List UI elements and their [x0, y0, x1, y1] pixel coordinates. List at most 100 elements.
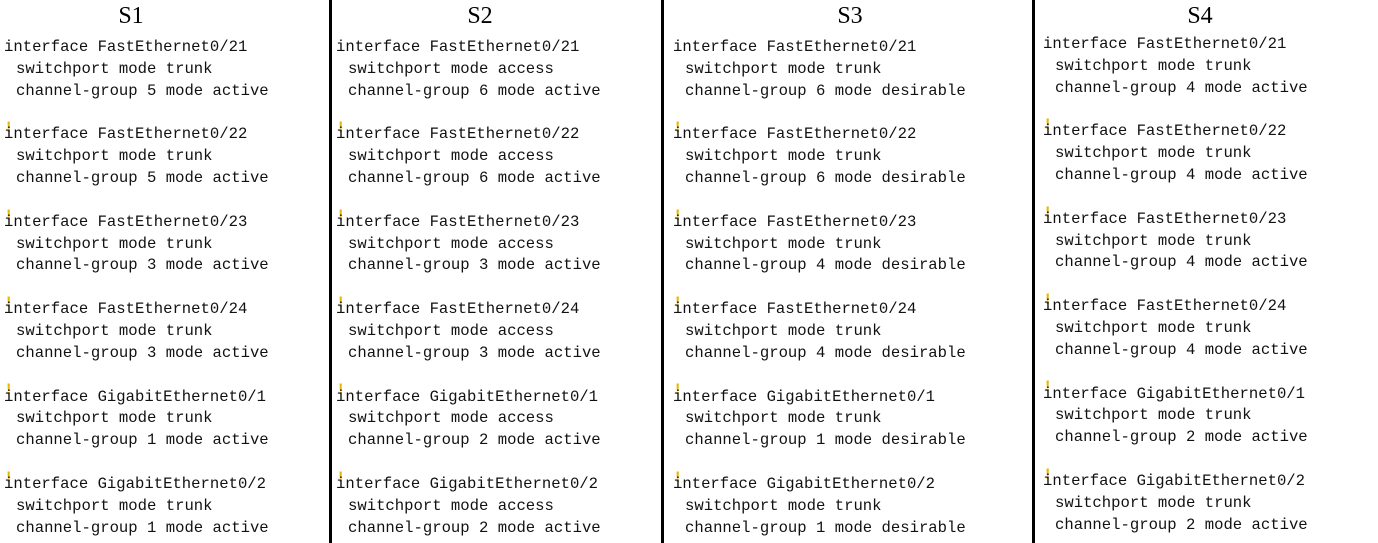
separator-mark: ! — [336, 294, 346, 312]
channel-group-line: channel-group 3 mode active — [16, 256, 269, 275]
separator-mark: ! — [1043, 116, 1053, 135]
channel-group-line: channel-group 3 mode active — [348, 256, 601, 275]
switchport-mode-line: switchport mode access — [348, 496, 554, 515]
switchport-mode-line: switchport mode trunk — [1055, 406, 1252, 425]
interface-line: interface FastEthernet0/21 — [336, 38, 580, 56]
channel-group-line: channel-group 6 mode desirable — [685, 169, 966, 187]
switch-column-4: S4 interface FastEthernet0/21 switchport m… — [1043, 0, 1373, 543]
separator-mark: ! — [673, 468, 683, 487]
separator-mark: ! — [1043, 291, 1053, 309]
channel-group-line: channel-group 1 mode desirable — [685, 518, 966, 537]
channel-group-line: channel-group 4 mode active — [1055, 253, 1308, 272]
switchport-mode-line: switchport mode access — [348, 147, 554, 166]
channel-group-line: channel-group 3 mode active — [348, 343, 601, 362]
switchport-mode-line: switchport mode access — [348, 322, 554, 340]
switch-title: S1 — [118, 3, 144, 29]
switchport-mode-line: switchport mode trunk — [685, 59, 882, 78]
channel-group-line: channel-group 5 mode active — [16, 81, 269, 100]
interface-line: interface GigabitEthernet0/1 — [673, 387, 936, 406]
channel-group-line: channel-group 5 mode active — [16, 169, 269, 187]
switchport-mode-line: switchport mode trunk — [16, 234, 213, 253]
switchport-mode-line: switchport mode trunk — [685, 322, 882, 340]
channel-group-line: channel-group 3 mode active — [16, 343, 269, 362]
switchport-mode-line: switchport mode trunk — [16, 409, 213, 428]
separator-mark: ! — [1043, 203, 1053, 222]
switchport-mode-line: switchport mode trunk — [1055, 493, 1252, 512]
separator-mark: ! — [673, 119, 683, 138]
separator-mark: ! — [673, 206, 683, 225]
interface-line: interface FastEthernet0/24 — [673, 300, 917, 319]
column-divider-1 — [329, 0, 332, 543]
separator-mark: ! — [4, 206, 14, 225]
interface-line: interface GigabitEthernet0/2 — [4, 475, 267, 493]
interface-line: interface FastEthernet0/23 — [4, 212, 248, 231]
column-divider-2 — [661, 0, 664, 543]
channel-group-line: channel-group 4 mode active — [1055, 166, 1308, 184]
switchport-mode-line: switchport mode trunk — [685, 496, 882, 515]
channel-group-line: channel-group 2 mode active — [348, 518, 601, 537]
switchport-mode-line: switchport mode trunk — [16, 147, 213, 166]
separator-mark: ! — [4, 119, 14, 138]
column-divider-3 — [1032, 0, 1035, 543]
interface-line: interface FastEthernet0/22 — [1043, 122, 1287, 141]
channel-group-line: channel-group 6 mode active — [348, 169, 601, 187]
channel-group-line: channel-group 2 mode active — [1055, 428, 1308, 447]
separator-mark: ! — [673, 381, 683, 400]
switch-column-2: S2 interface FastEthernet0/21 switchport m… — [336, 0, 666, 543]
interface-line: interface FastEthernet0/24 — [1043, 297, 1287, 316]
switchport-mode-line: switchport mode trunk — [685, 234, 882, 253]
channel-group-line: channel-group 4 mode desirable — [685, 256, 966, 275]
interface-line: interface FastEthernet0/21 — [673, 38, 917, 56]
interface-line: interface GigabitEthernet0/2 — [336, 475, 599, 493]
switchport-mode-line: switchport mode trunk — [685, 147, 882, 166]
switchport-mode-line: switchport mode trunk — [16, 496, 213, 515]
switchport-mode-line: switchport mode access — [348, 59, 554, 78]
switchport-mode-line: switchport mode trunk — [1055, 319, 1252, 337]
separator-mark: ! — [4, 294, 14, 312]
interface-line: interface FastEthernet0/22 — [336, 125, 580, 144]
separator-mark: ! — [336, 468, 346, 487]
separator-mark: ! — [336, 119, 346, 138]
switchport-mode-line: switchport mode trunk — [1055, 231, 1252, 250]
interface-line: interface FastEthernet0/21 — [4, 38, 248, 56]
channel-group-line: channel-group 1 mode active — [16, 431, 269, 450]
switch-column-3: S3 interface FastEthernet0/21 switchport m… — [673, 0, 1003, 543]
interface-line: interface FastEthernet0/22 — [673, 125, 917, 144]
switchport-mode-line: switchport mode trunk — [685, 409, 882, 428]
interface-line: interface FastEthernet0/21 — [1043, 35, 1287, 53]
switchport-mode-line: switchport mode access — [348, 234, 554, 253]
interface-line: interface GigabitEthernet0/1 — [1043, 384, 1306, 403]
interface-line: interface FastEthernet0/23 — [673, 212, 917, 231]
interface-line: interface FastEthernet0/23 — [1043, 209, 1287, 228]
separator-mark: ! — [336, 381, 346, 400]
switchport-mode-line: switchport mode access — [348, 409, 554, 428]
switchport-mode-line: switchport mode trunk — [1055, 144, 1252, 163]
interface-line: interface GigabitEthernet0/1 — [4, 387, 267, 406]
switchport-mode-line: switchport mode trunk — [16, 322, 213, 340]
separator-mark: ! — [673, 294, 683, 312]
interface-line: interface GigabitEthernet0/1 — [336, 387, 599, 406]
channel-group-line: channel-group 4 mode active — [1055, 340, 1308, 359]
switch-title: S2 — [467, 3, 493, 29]
separator-mark: ! — [1043, 465, 1053, 484]
interface-line: interface GigabitEthernet0/2 — [673, 475, 936, 493]
channel-group-line: channel-group 4 mode active — [1055, 78, 1308, 97]
channel-group-line: channel-group 2 mode active — [348, 431, 601, 450]
channel-group-line: channel-group 4 mode desirable — [685, 343, 966, 362]
interface-line: interface FastEthernet0/22 — [4, 125, 248, 144]
switch-title: S3 — [837, 3, 863, 29]
interface-line: interface FastEthernet0/24 — [4, 300, 248, 319]
switch-column-1: S1 interface FastEthernet0/21 switchport m… — [4, 0, 334, 543]
switch-title: S4 — [1187, 3, 1213, 29]
separator-mark: ! — [4, 468, 14, 487]
channel-group-line: channel-group 6 mode active — [348, 81, 601, 100]
separator-mark: ! — [4, 381, 14, 400]
channel-group-line: channel-group 2 mode active — [1055, 515, 1308, 534]
channel-group-line: channel-group 6 mode desirable — [685, 81, 966, 100]
interface-line: interface FastEthernet0/24 — [336, 300, 580, 319]
channel-group-line: channel-group 1 mode active — [16, 518, 269, 537]
interface-line: interface GigabitEthernet0/2 — [1043, 472, 1306, 490]
channel-group-line: channel-group 1 mode desirable — [685, 431, 966, 450]
interface-line: interface FastEthernet0/23 — [336, 212, 580, 231]
separator-mark: ! — [1043, 378, 1053, 397]
